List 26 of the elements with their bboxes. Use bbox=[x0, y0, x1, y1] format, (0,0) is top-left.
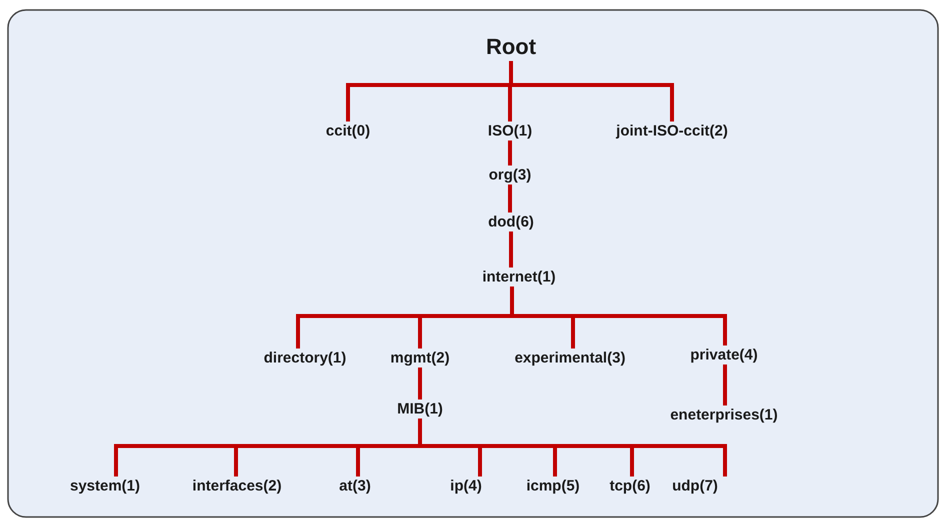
tree-connector bbox=[418, 368, 422, 400]
node-label: system(1) bbox=[68, 476, 142, 496]
node-label: private(4) bbox=[688, 346, 760, 364]
tree-connector bbox=[508, 140, 512, 166]
node-label: icmp(5) bbox=[524, 476, 582, 496]
node-label: eneterprises(1) bbox=[668, 406, 780, 424]
tree-connector bbox=[508, 184, 512, 212]
node-label: dod(6) bbox=[486, 212, 536, 232]
node-label: interfaces(2) bbox=[190, 476, 284, 496]
node-label: ip(4) bbox=[448, 476, 484, 496]
node-label: directory(1) bbox=[262, 348, 348, 368]
node-label: ISO(1) bbox=[486, 122, 534, 140]
node-label: udp(7) bbox=[670, 476, 720, 496]
tree-connector bbox=[509, 232, 513, 268]
tree-connector bbox=[418, 418, 727, 476]
node-label: joint-ISO-ccit(2) bbox=[614, 122, 730, 140]
node-label: ccit(0) bbox=[324, 122, 372, 140]
node-label: mgmt(2) bbox=[388, 348, 452, 368]
node-label: Root bbox=[484, 33, 538, 61]
node-label: internet(1) bbox=[480, 268, 558, 286]
node-label: tcp(6) bbox=[608, 476, 652, 496]
node-label: at(3) bbox=[337, 476, 373, 496]
node-label: MIB(1) bbox=[395, 400, 445, 418]
node-label: org(3) bbox=[486, 166, 534, 184]
tree-connector bbox=[723, 364, 727, 406]
node-label: experimental(3) bbox=[512, 348, 628, 368]
